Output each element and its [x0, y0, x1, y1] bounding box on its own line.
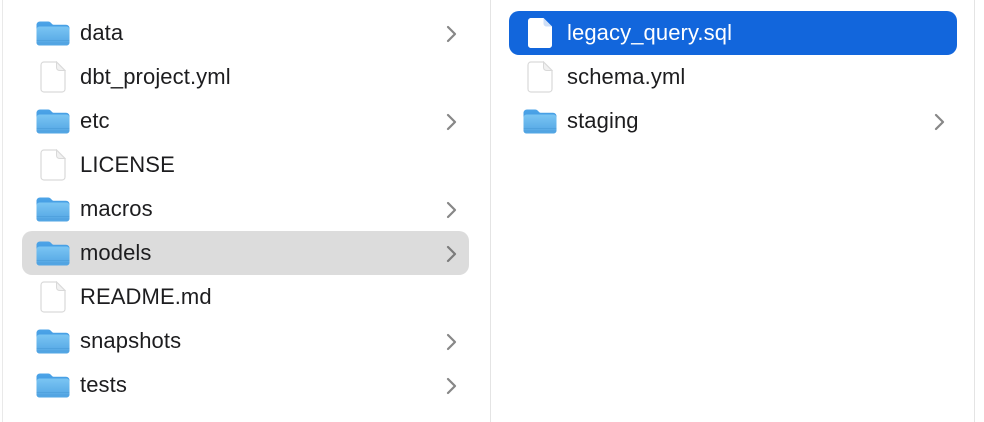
folder-icon [36, 237, 70, 269]
row-macros[interactable]: macros [22, 187, 469, 231]
row-license[interactable]: LICENSE [22, 143, 469, 187]
chevron-right-icon [446, 111, 457, 131]
item-label: legacy_query.sql [567, 20, 733, 45]
document-icon [36, 281, 70, 313]
folder-icon [36, 369, 70, 401]
row-legacy-query-sql-selected[interactable]: legacy_query.sql [509, 11, 957, 55]
row-staging[interactable]: staging [509, 99, 957, 143]
item-label: snapshots [80, 328, 182, 353]
chevron-right-icon [446, 375, 457, 395]
chevron-right-icon [446, 199, 457, 219]
document-icon [523, 17, 557, 49]
chevron-right-icon [446, 243, 457, 263]
item-label: LICENSE [80, 152, 175, 177]
row-dbt-project-yml[interactable]: dbt_project.yml [22, 55, 469, 99]
item-label: README.md [80, 284, 212, 309]
item-label: etc [80, 108, 110, 133]
folder-icon [36, 17, 70, 49]
document-icon [36, 61, 70, 93]
item-label: schema.yml [567, 64, 686, 89]
row-schema-yml[interactable]: schema.yml [509, 55, 957, 99]
folder-icon [36, 105, 70, 137]
row-etc[interactable]: etc [22, 99, 469, 143]
row-snapshots[interactable]: snapshots [22, 319, 469, 363]
item-label: models [80, 240, 152, 265]
folder-icon [36, 193, 70, 225]
item-label: staging [567, 108, 639, 133]
item-label: tests [80, 372, 127, 397]
item-label: dbt_project.yml [80, 64, 231, 89]
column-models-directory: legacy_query.sql schema.yml staging [491, 0, 975, 422]
row-data[interactable]: data [22, 11, 469, 55]
item-label: macros [80, 196, 153, 221]
row-readme-md[interactable]: README.md [22, 275, 469, 319]
folder-icon [523, 105, 557, 137]
row-tests[interactable]: tests [22, 363, 469, 407]
row-models-selected[interactable]: models [22, 231, 469, 275]
column-parent-directory: data dbt_project.yml etc LICENSE [0, 0, 491, 422]
folder-icon [36, 325, 70, 357]
chevron-right-icon [446, 331, 457, 351]
document-icon [523, 61, 557, 93]
item-label: data [80, 20, 124, 45]
document-icon [36, 149, 70, 181]
chevron-right-icon [446, 23, 457, 43]
chevron-right-icon [934, 111, 945, 131]
